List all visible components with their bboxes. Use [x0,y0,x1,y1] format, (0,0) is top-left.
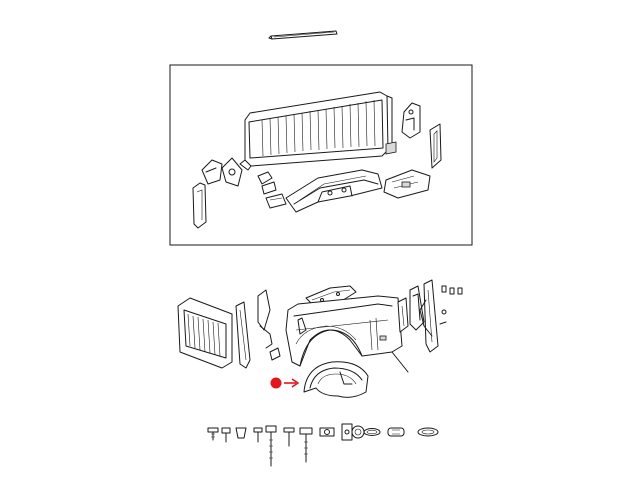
bed-outer-side-panel[interactable] [285,295,409,373]
upper-corner-bracket[interactable] [401,102,421,139]
tie-down-bracket[interactable] [221,157,243,187]
side-panel-rear-bracket[interactable] [397,297,409,333]
fastener-bolt-3[interactable] [253,427,263,443]
side-brace-panel[interactable] [429,123,442,169]
small-clip-b[interactable] [257,171,273,185]
small-clip-c[interactable] [261,181,277,195]
tailgate-hinge-bracket[interactable] [201,159,223,185]
inner-corner-post[interactable] [257,289,273,349]
callout-marker-dot[interactable] [270,377,282,389]
front-bulkhead-panel[interactable] [239,91,393,171]
oval-plug-3[interactable] [417,427,439,437]
oval-grommet-1[interactable] [363,428,381,436]
front-panel-louvered[interactable] [177,297,233,369]
floor-reinforcement-plate[interactable] [383,169,431,199]
panel-frame-box [169,64,473,246]
bed-floor-crossmember[interactable] [285,169,383,213]
wheelhouse-inner-liner[interactable] [303,361,369,398]
fastener-bolt-1[interactable] [207,427,219,441]
fastener-bolt-2[interactable] [221,427,231,443]
small-clip-a[interactable] [385,141,397,155]
outer-rear-pillar[interactable] [419,279,439,353]
fastener-long-bolt[interactable] [265,425,277,467]
fastener-bolt-4[interactable] [283,427,295,447]
fastener-stud-bolt[interactable] [299,427,313,463]
highlight-callout[interactable] [270,377,299,389]
oval-plug-2[interactable] [387,427,405,437]
fastener-flange-nut[interactable] [319,427,335,437]
small-fastener-column[interactable] [439,285,463,325]
rear-corner-pillar[interactable] [235,301,251,369]
small-latch-clip[interactable] [269,347,281,361]
vertical-pillar-left[interactable] [192,182,207,229]
fastener-u-nut[interactable] [341,423,353,441]
fastener-cap-nut[interactable] [235,427,247,439]
tail-lamp-pocket[interactable] [409,285,425,331]
fastener-push-pin[interactable] [351,425,365,439]
top-strip-part[interactable] [268,30,338,40]
small-clip-d[interactable] [265,193,287,209]
